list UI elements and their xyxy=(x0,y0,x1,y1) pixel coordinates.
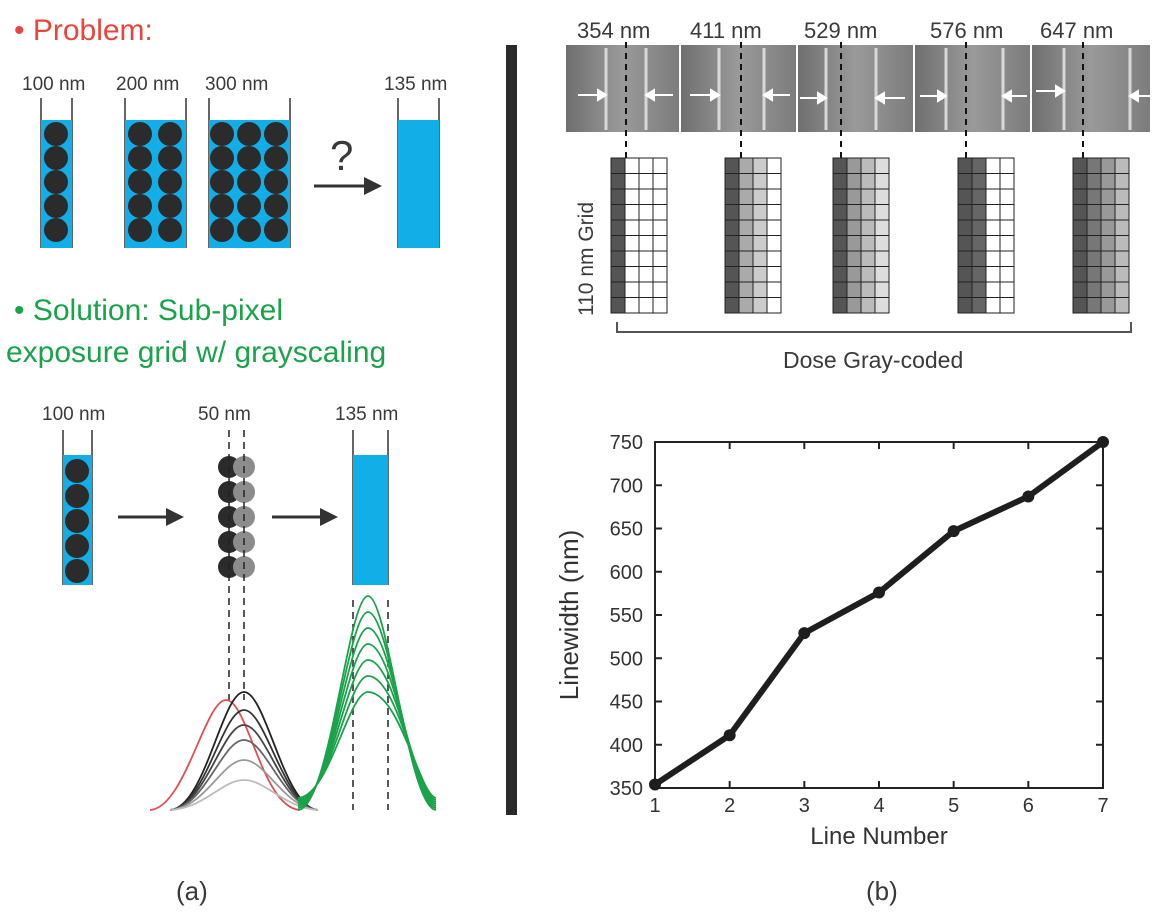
data-point xyxy=(798,627,811,640)
sem-image-5 xyxy=(1032,45,1150,132)
caption-a: (a) xyxy=(176,876,208,906)
problem-width-label-1: 100 nm xyxy=(22,74,85,95)
y-tick-label: 600 xyxy=(610,562,643,584)
exposure-grid-3 xyxy=(832,157,890,314)
solution-column-50-offset xyxy=(218,430,255,700)
solution-arrow-2-icon xyxy=(272,508,338,526)
sem-width-label-3: 529 nm xyxy=(804,18,877,43)
problem-heading: • Problem: xyxy=(14,14,153,47)
data-point xyxy=(649,778,661,791)
sem-images xyxy=(566,42,1150,160)
sem-image-2 xyxy=(681,45,796,132)
x-tick-label: 2 xyxy=(724,795,735,817)
dose-bracket xyxy=(616,322,1132,333)
solution-width-label-2: 50 nm xyxy=(198,404,251,425)
y-tick-label: 750 xyxy=(610,432,643,454)
panel-b: 354 nm 411 nm 529 nm 576 nm 647 nm xyxy=(554,18,1150,906)
sem-width-label-5: 647 nm xyxy=(1040,18,1113,43)
y-tick-label: 650 xyxy=(610,519,643,541)
sem-image-4 xyxy=(915,45,1030,132)
problem-arrow-icon xyxy=(314,177,382,195)
y-axis-label: Linewidth (nm) xyxy=(554,530,584,701)
panel-divider xyxy=(506,45,517,815)
grid-label: 110 nm Grid xyxy=(575,202,598,316)
problem-column-300 xyxy=(208,98,291,248)
problem-width-label-3: 300 nm xyxy=(205,74,268,95)
y-tick-label: 350 xyxy=(610,778,643,800)
series-line xyxy=(653,439,1105,788)
problem-target-label: 135 nm xyxy=(384,74,447,95)
sem-width-label-4: 576 nm xyxy=(930,18,1003,43)
y-tick-label: 450 xyxy=(610,692,643,714)
y-tick-label: 500 xyxy=(610,648,643,670)
solution-column-100 xyxy=(62,430,93,585)
solution-heading-line-1: • Solution: Sub-pixel xyxy=(14,294,283,327)
solution-width-label-3: 135 nm xyxy=(335,404,398,425)
caption-b: (b) xyxy=(866,876,898,906)
problem-target-column xyxy=(397,98,440,248)
solution-arrow-1-icon xyxy=(118,508,184,526)
x-tick-label: 5 xyxy=(948,795,959,817)
dose-profile-curves-gray xyxy=(149,691,319,811)
sem-image-3 xyxy=(798,45,913,132)
exposure-grid-5 xyxy=(1072,157,1130,314)
panel-a: • Problem: 100 nm 200 nm 300 nm 135 nm xyxy=(6,14,447,906)
exposure-grid-4 xyxy=(957,157,1015,314)
dose-profile-curves-green xyxy=(297,595,437,811)
y-tick-label: 700 xyxy=(610,475,643,497)
exposure-grids xyxy=(610,157,1130,314)
x-tick-label: 7 xyxy=(1097,795,1108,817)
dose-label: Dose Gray-coded xyxy=(783,347,963,373)
sem-width-label-2: 411 nm xyxy=(690,18,762,43)
x-axis-label: Line Number xyxy=(810,823,947,850)
sem-image-1 xyxy=(566,45,679,132)
data-point xyxy=(947,525,960,538)
y-tick-label: 550 xyxy=(610,605,643,627)
x-tick-label: 3 xyxy=(799,795,810,817)
exposure-grid-2 xyxy=(724,157,782,314)
solution-width-label-1: 100 nm xyxy=(42,404,105,425)
exposure-grid-1 xyxy=(610,157,668,314)
x-tick-label: 6 xyxy=(1023,795,1034,817)
data-point xyxy=(1022,490,1035,503)
problem-column-100 xyxy=(40,98,73,248)
problem-column-200 xyxy=(124,98,187,248)
x-tick-label: 1 xyxy=(649,795,660,817)
data-point xyxy=(873,586,885,599)
data-point xyxy=(723,729,736,742)
x-tick-label: 4 xyxy=(873,795,884,817)
solution-target-column xyxy=(352,430,389,810)
problem-question-mark: ? xyxy=(330,132,353,179)
y-tick-label: 400 xyxy=(610,735,643,757)
sem-width-label-1: 354 nm xyxy=(577,18,650,43)
data-point xyxy=(1097,436,1109,448)
problem-width-label-2: 200 nm xyxy=(116,74,179,95)
solution-heading-line-2: exposure grid w/ grayscaling xyxy=(6,336,386,369)
